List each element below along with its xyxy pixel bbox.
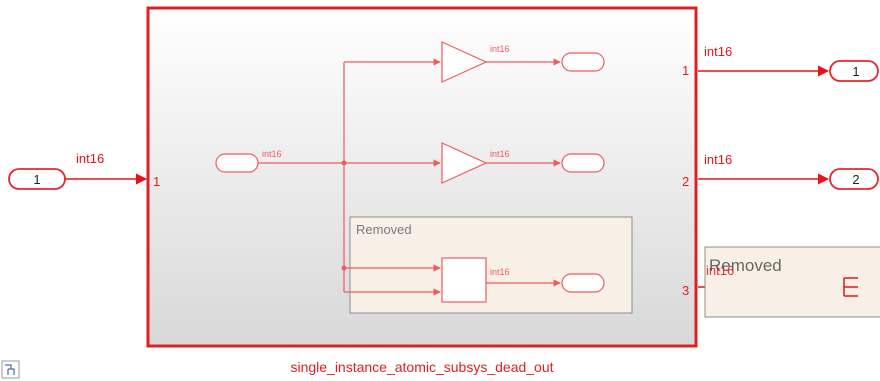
subsystem-badge-icon[interactable] [1, 360, 20, 379]
outer-removed-area [704, 246, 880, 318]
subsystem-output-port-number-1: 1 [682, 63, 689, 78]
inner-signal-label-bottom: int16 [490, 267, 510, 277]
inner-removed-label: Removed [356, 222, 412, 237]
outer-outport-block-1[interactable] [829, 60, 879, 82]
inner-inport-signal-label: int16 [262, 149, 282, 159]
inner-outport-block-3[interactable] [561, 273, 605, 293]
branch-point-bottom [341, 265, 347, 271]
outer-outport-label-2: 2 [852, 172, 859, 187]
inner-signal-lines [258, 58, 561, 296]
inner-inport-block[interactable] [215, 153, 259, 173]
outer-signal-label-out-3: int16 [706, 263, 734, 278]
branch-point-top [341, 160, 347, 166]
outer-outport-label-1: 1 [852, 64, 859, 79]
gain-block-top[interactable] [441, 41, 488, 83]
inner-removed-area [349, 216, 633, 314]
outer-outport-block-2[interactable] [829, 168, 879, 190]
inner-signal-label-top: int16 [490, 44, 510, 54]
terminator-block[interactable] [843, 277, 858, 297]
subsystem-output-port-number-2: 2 [682, 174, 689, 189]
inner-removed-block[interactable] [441, 257, 487, 303]
outer-removed-label: Removed [709, 256, 782, 275]
subsystem-output-port-number-3: 3 [682, 283, 689, 298]
gain-block-middle[interactable] [441, 142, 488, 184]
subsystem-name: single_instance_atomic_subsys_dead_out [290, 359, 553, 375]
inner-signal-label-middle: int16 [490, 149, 510, 159]
inner-outport-block-1[interactable] [561, 52, 605, 72]
subsystem-input-port-number: 1 [153, 174, 160, 189]
outer-signal-label-out-2: int16 [704, 152, 732, 167]
outer-signal-label-in: int16 [76, 151, 104, 166]
inner-outport-block-2[interactable] [561, 153, 605, 173]
outer-inport-label: 1 [33, 172, 40, 187]
outer-signal-label-out-1: int16 [704, 44, 732, 59]
